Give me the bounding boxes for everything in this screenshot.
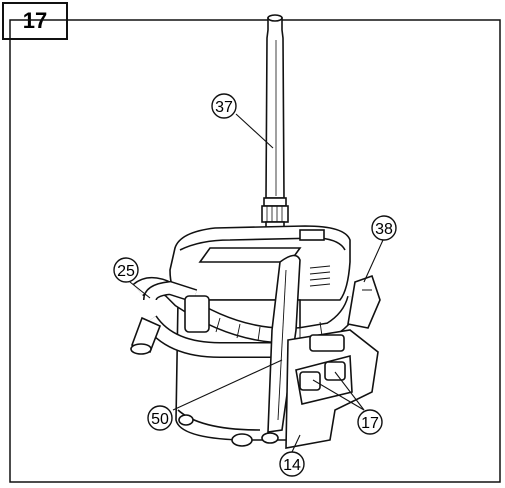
callout-38-label: 38 bbox=[375, 221, 393, 238]
accessory-holder bbox=[285, 329, 379, 449]
figure-frame bbox=[9, 19, 501, 483]
callout-25: 25 bbox=[113, 257, 139, 283]
callout-17: 17 bbox=[357, 409, 383, 435]
callout-37: 37 bbox=[211, 93, 237, 119]
accessory-nozzle bbox=[347, 274, 381, 329]
hose-hook bbox=[267, 254, 301, 433]
callout-50-label: 50 bbox=[151, 411, 169, 428]
callout-38: 38 bbox=[371, 215, 397, 241]
figure-number-badge: 17 bbox=[2, 2, 68, 40]
callout-17-label: 17 bbox=[361, 415, 379, 432]
leader-lines bbox=[129, 113, 384, 453]
callout-25-label: 25 bbox=[117, 263, 135, 280]
callout-50: 50 bbox=[147, 405, 173, 431]
latch-left bbox=[299, 371, 321, 391]
hose bbox=[130, 277, 363, 358]
callout-37-label: 37 bbox=[215, 99, 233, 116]
latch-right bbox=[324, 361, 346, 381]
callout-14-label: 14 bbox=[283, 457, 301, 474]
extension-wand bbox=[261, 14, 289, 231]
callout-14: 14 bbox=[279, 451, 305, 477]
